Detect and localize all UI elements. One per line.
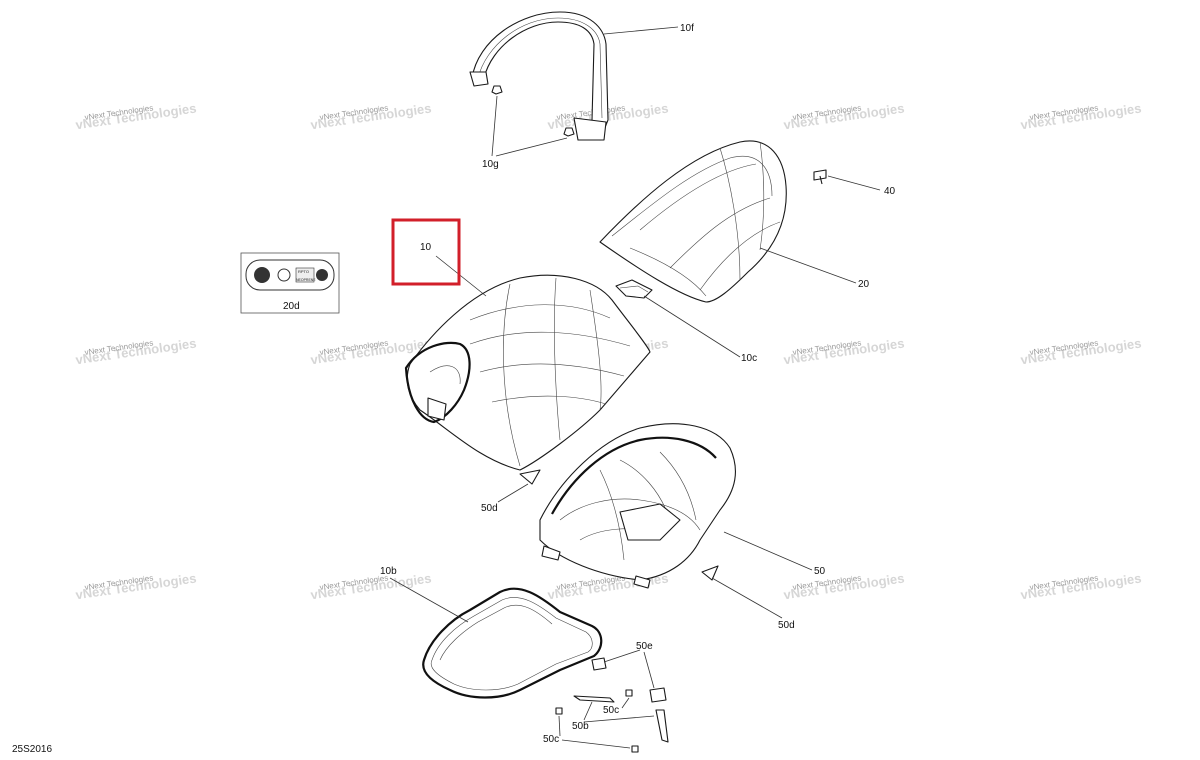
callout-50e: 50e (636, 641, 653, 652)
callout-50d: 50d (778, 620, 795, 631)
highlight-box (391, 218, 461, 286)
watermark: vNext Technologies vNext Technologies (75, 100, 198, 132)
part-decal-20d[interactable]: RPTO NEOPRENE (240, 252, 340, 314)
watermark: vNext Technologies vNext Technologies (1020, 335, 1143, 367)
decal-icon (316, 269, 328, 281)
part-front-seat-10[interactable] (404, 255, 651, 471)
watermark: vNext Technologies vNext Technologies (310, 100, 433, 132)
callout-10: 10 (420, 242, 432, 253)
watermark: vNext Technologies vNext Technologies (783, 335, 906, 367)
watermark: vNext Technologies vNext Technologies (1020, 570, 1143, 602)
watermark: vNext Technologies vNext Technologies (75, 570, 198, 602)
part-rod-50b[interactable] (573, 695, 669, 743)
part-grab-handle-10f[interactable] (469, 11, 679, 141)
callout-20d: 20d (283, 301, 300, 312)
decal-icon (254, 267, 270, 283)
part-bolt-40[interactable] (813, 169, 881, 191)
part-storage-bin-50[interactable] (539, 423, 813, 589)
callout-50b: 50b (572, 721, 589, 732)
part-seal-10b[interactable] (389, 577, 603, 699)
callout-50c: 50c (603, 705, 619, 716)
callout-20: 20 (858, 279, 870, 290)
callout-40: 40 (884, 186, 896, 197)
callout-10g: 10g (482, 159, 499, 170)
callout-50c: 50c (543, 734, 559, 745)
part-nut-50e[interactable] (591, 649, 667, 703)
decal-brand: RPTO (298, 269, 309, 274)
part-latch-10c[interactable] (615, 279, 741, 358)
callout-50d: 50d (481, 503, 498, 514)
part-screw-50c[interactable] (621, 689, 633, 709)
part-clip-50d[interactable] (701, 565, 783, 619)
callout-10f: 10f (680, 23, 694, 34)
watermark: vNext Technologies vNext Technologies (783, 100, 906, 132)
callout-10c: 10c (741, 353, 757, 364)
callout-50: 50 (814, 566, 826, 577)
part-rear-seat-20[interactable] (599, 140, 857, 303)
watermark: vNext Technologies vNext Technologies (75, 335, 198, 367)
watermark: vNext Technologies vNext Technologies (310, 570, 433, 602)
decal-icon (277, 268, 291, 282)
decal-word: NEOPRENE (296, 278, 316, 282)
callout-10b: 10b (380, 566, 397, 577)
part-clip-50d[interactable] (497, 469, 541, 503)
diagram-code: 25S2016 (12, 744, 52, 755)
watermark: vNext Technologies vNext Technologies (783, 570, 906, 602)
part-screw-10g[interactable] (491, 85, 575, 157)
part-screw-50c[interactable] (555, 707, 639, 753)
watermark: vNext Technologies vNext Technologies (1020, 100, 1143, 132)
